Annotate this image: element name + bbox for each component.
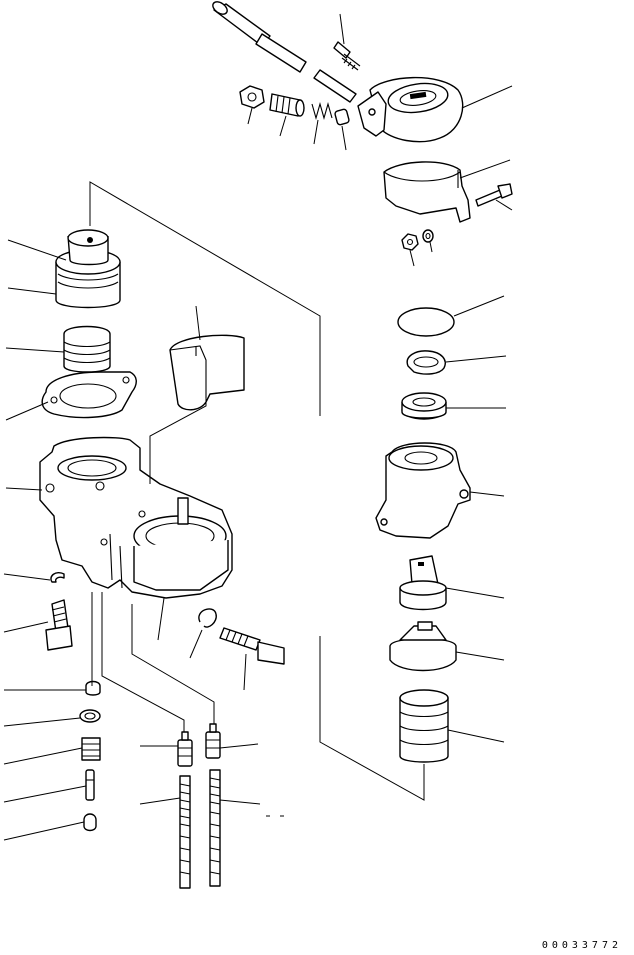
cable-left [179,775,191,889]
collar [401,392,447,420]
plug [85,680,101,696]
plate [389,621,457,672]
fitting-left [177,731,193,767]
ball [83,813,97,832]
shaft-head [399,555,447,611]
lever-rod [313,69,357,103]
lever-knob [212,1,307,73]
bracket-bolt [475,183,513,207]
detent-pin [85,769,95,801]
small-nut [401,233,419,251]
fitting-right [205,723,221,759]
small-washer [422,229,434,243]
seal-disc [397,307,455,337]
snap-ring [406,350,446,375]
spring-pin [81,737,101,761]
bushing [269,93,305,117]
case [375,442,471,539]
body [39,436,233,599]
clip-ring [50,572,65,583]
washer [79,709,101,723]
bolt-angled [219,627,285,665]
cable-right [209,769,221,887]
spring-large [63,325,111,373]
spring-small [311,101,333,121]
assembly-lines [89,181,425,801]
drawing-number: 00033772 [541,940,622,951]
bolt-vertical [45,599,73,651]
nut [239,85,265,109]
top-cap [55,229,121,309]
bracket [383,161,471,223]
lever-bolt [333,41,361,71]
small-ring [198,608,217,628]
gasket [41,371,137,419]
cover-plate [169,334,245,411]
bellows [399,689,449,763]
lever-housing [357,76,464,143]
pin [334,108,350,126]
callout-leaders [3,13,513,841]
